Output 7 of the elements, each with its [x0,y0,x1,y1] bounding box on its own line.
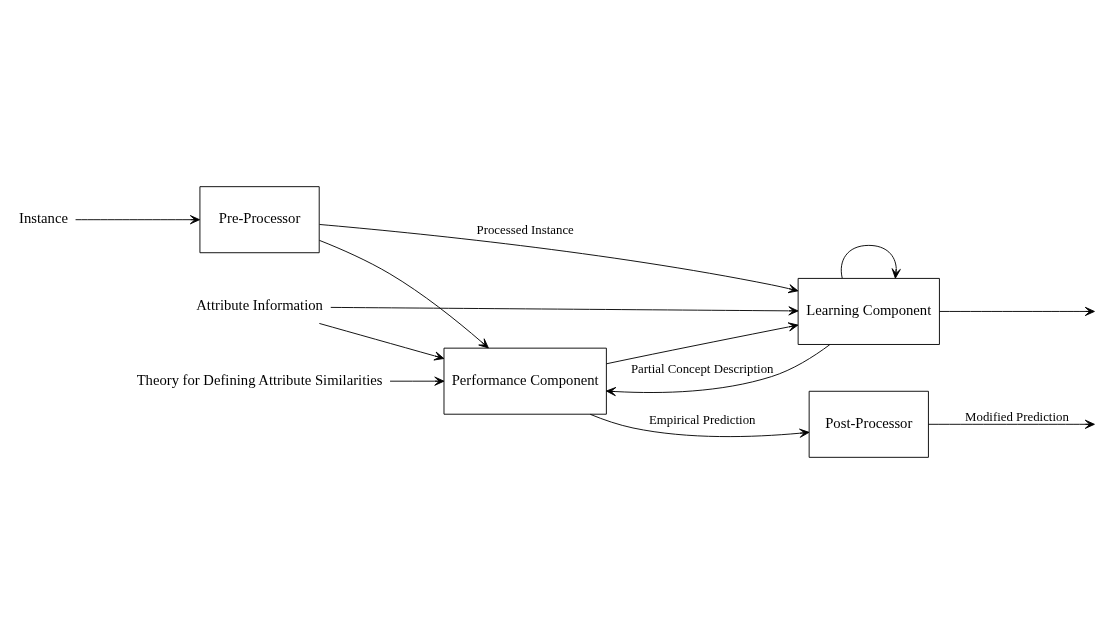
edge-label: Modified Prediction [965,409,1069,424]
node-text: Attribute Information [196,296,323,313]
node-text: Instance [19,209,68,226]
edge-label: Processed Instance [476,222,574,237]
edge-label: Partial Concept Description [631,361,774,376]
node-text: Theory for Defining Attribute Similarities [136,371,383,388]
edge-label: Empirical Prediction [649,412,756,427]
